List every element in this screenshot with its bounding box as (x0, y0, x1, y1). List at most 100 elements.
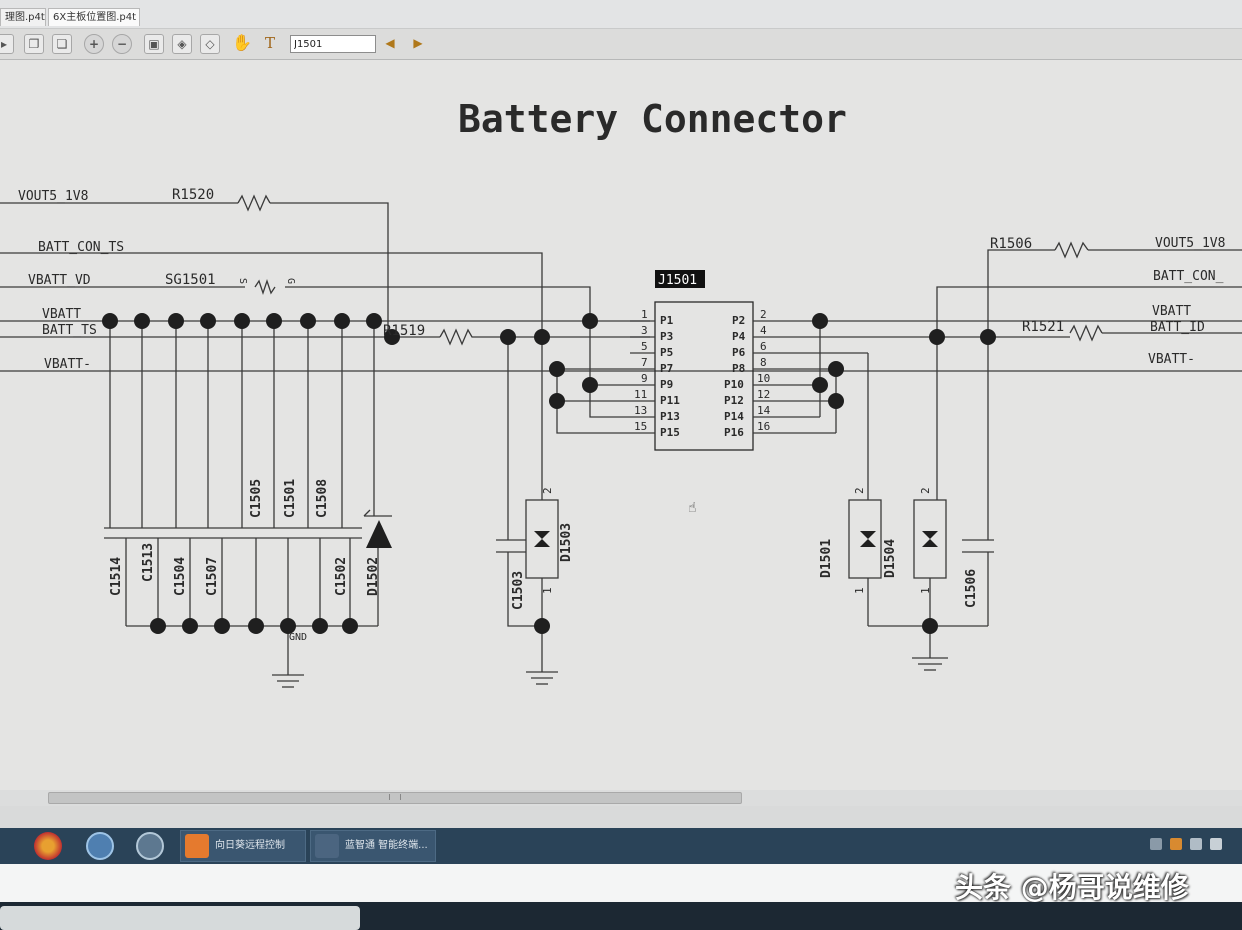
tray-network-icon[interactable] (1190, 838, 1202, 850)
monitor-bezel (0, 864, 1242, 902)
pin-name: P8 (732, 362, 745, 375)
component-label: C1507 (205, 557, 220, 596)
ie-icon[interactable] (86, 832, 114, 860)
search-input[interactable] (290, 35, 376, 53)
component-label: C1506 (964, 569, 979, 608)
pin-number: 6 (760, 340, 767, 353)
resistor-label: R1521 (1022, 319, 1064, 335)
component-label: C1504 (173, 557, 188, 596)
schematic-drawing: Battery Connector J1501 VOUT5_1V8 BATT_C… (0, 97, 1242, 688)
pin-name: P9 (660, 378, 673, 391)
pin-number: 11 (634, 388, 647, 401)
pin-number: 13 (634, 404, 647, 417)
pin-number: 14 (757, 404, 771, 417)
horizontal-scrollbar[interactable] (0, 790, 1242, 806)
net-label: BATT_ID (1150, 320, 1205, 335)
paste-icon[interactable]: ❏ (52, 34, 72, 54)
net-label: VOUT5_1V8 (1155, 236, 1225, 251)
spark-gap-pin: G (285, 278, 296, 284)
pin-number: 8 (760, 356, 767, 369)
pin-name: P1 (660, 314, 674, 327)
pin-number: 4 (760, 324, 767, 337)
component-label: C1503 (511, 571, 526, 610)
play-icon[interactable]: ▸ (0, 34, 14, 54)
taskbar-app-label: 向日葵远程控制 (215, 840, 285, 851)
component-label: C1508 (315, 479, 330, 518)
net-label: VOUT5_1V8 (18, 189, 88, 204)
net-label: VBATT (1152, 304, 1191, 319)
schematic-canvas[interactable]: Battery Connector J1501 VOUT5_1V8 BATT_C… (0, 60, 1242, 790)
viewer-toolbar: ▸ ❐ ❏ + − ▣ ◈ ◇ ✋ T ◀ ▶ (0, 29, 1242, 60)
pin-name: P13 (660, 410, 680, 423)
pin-number: 3 (641, 324, 648, 337)
browser-icon[interactable] (34, 832, 62, 860)
tray-arrow-icon[interactable] (1150, 838, 1162, 850)
pin-number: 1 (853, 587, 866, 594)
component-label: C1501 (283, 479, 298, 518)
pin-number: 1 (541, 587, 554, 594)
text-tool-icon[interactable]: T (264, 34, 275, 52)
document-tab-bar: 理图.p4t 6X主板位置图.p4t (0, 0, 1242, 29)
tab-board-layout[interactable]: 6X主板位置图.p4t (48, 8, 140, 26)
terminal-icon (315, 834, 339, 858)
pin-name: P6 (732, 346, 746, 359)
zoom-in-icon[interactable]: + (84, 34, 104, 54)
pin-name: P14 (724, 410, 744, 423)
component-label: D1501 (819, 539, 834, 578)
pin-number: 9 (641, 372, 648, 385)
pin-name: P4 (732, 330, 746, 343)
resistor-label: R1519 (383, 323, 425, 339)
pin-number: 12 (757, 388, 770, 401)
spark-gap-pin: S (237, 278, 248, 284)
net-label: BATT_CON_TS (38, 240, 124, 255)
monitor-screen: 理图.p4t 6X主板位置图.p4t ▸ ❐ ❏ + − ▣ ◈ ◇ ✋ T ◀… (0, 0, 1242, 865)
pin-number: 2 (760, 308, 767, 321)
fit-height-icon[interactable]: ◇ (200, 34, 220, 54)
scrollbar-thumb[interactable] (48, 792, 742, 804)
pin-number: 1 (919, 587, 932, 594)
net-label: VBATT- (1148, 352, 1195, 367)
pin-number: 15 (634, 420, 647, 433)
find-prev-icon[interactable]: ◀ (385, 36, 395, 50)
component-label: C1514 (109, 557, 124, 596)
resistor-label: R1506 (990, 236, 1032, 252)
tray-volume-icon[interactable] (1210, 838, 1222, 850)
copy-icon[interactable]: ❐ (24, 34, 44, 54)
pin-number: 1 (641, 308, 648, 321)
pin-name: P2 (732, 314, 745, 327)
component-label: D1504 (883, 539, 898, 578)
component-label: C1513 (141, 543, 156, 582)
pin-name: P15 (660, 426, 680, 439)
fit-width-icon[interactable]: ◈ (172, 34, 192, 54)
component-label: D1502 (366, 557, 381, 596)
cloud-icon[interactable] (136, 832, 164, 860)
fit-page-icon[interactable]: ▣ (144, 34, 164, 54)
watermark: 头条 @杨哥说维修 (955, 871, 1189, 904)
component-label: C1505 (249, 479, 264, 518)
pin-name: P11 (660, 394, 680, 407)
pin-number: 10 (757, 372, 770, 385)
pin-number: 16 (757, 420, 770, 433)
schematic-title: Battery Connector (458, 97, 847, 141)
component-label: D1503 (559, 523, 574, 562)
sunlogin-icon (185, 834, 209, 858)
taskbar-app-sunlogin[interactable]: 向日葵远程控制 (180, 830, 306, 862)
taskbar-app-terminal[interactable]: 蓝智通 智能终端... (310, 830, 436, 862)
tray-app-icon[interactable] (1170, 838, 1182, 850)
pin-number: 2 (853, 487, 866, 494)
pin-number: 2 (919, 487, 932, 494)
hand-tool-icon[interactable]: ✋ (232, 33, 252, 52)
component-label: C1502 (334, 557, 349, 596)
taskbar: 向日葵远程控制 蓝智通 智能终端... (0, 828, 1242, 864)
pin-name: P5 (660, 346, 673, 359)
pin-number: 7 (641, 356, 648, 369)
zoom-out-icon[interactable]: − (112, 34, 132, 54)
hand-cursor-icon: ☝ (688, 500, 696, 516)
net-label: VBATT (42, 307, 81, 322)
gnd-label: GND (289, 632, 307, 643)
resistor-label: R1520 (172, 187, 214, 203)
net-label: BATT_CON_ (1153, 269, 1224, 284)
spark-gap-label: SG1501 (165, 272, 216, 288)
tab-schematic[interactable]: 理图.p4t (0, 8, 46, 26)
find-next-icon[interactable]: ▶ (413, 36, 423, 50)
